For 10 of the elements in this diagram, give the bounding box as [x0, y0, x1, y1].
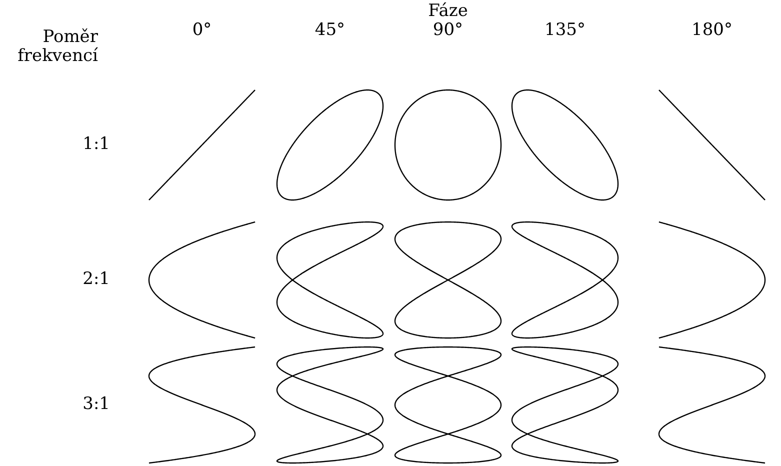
column-heading: Fáze	[427, 2, 469, 21]
phase-label: 0°	[191, 21, 213, 40]
phase-label: 180°	[690, 21, 734, 40]
ratio-label: 3:1	[82, 395, 110, 414]
ratio-label: 2:1	[82, 270, 110, 289]
ratio-label: 1:1	[82, 135, 110, 154]
row-heading: Poměr frekvencí	[16, 28, 98, 66]
phase-label: 135°	[544, 21, 586, 40]
phase-label: 90°	[432, 21, 464, 40]
phase-label: 45°	[314, 21, 346, 40]
